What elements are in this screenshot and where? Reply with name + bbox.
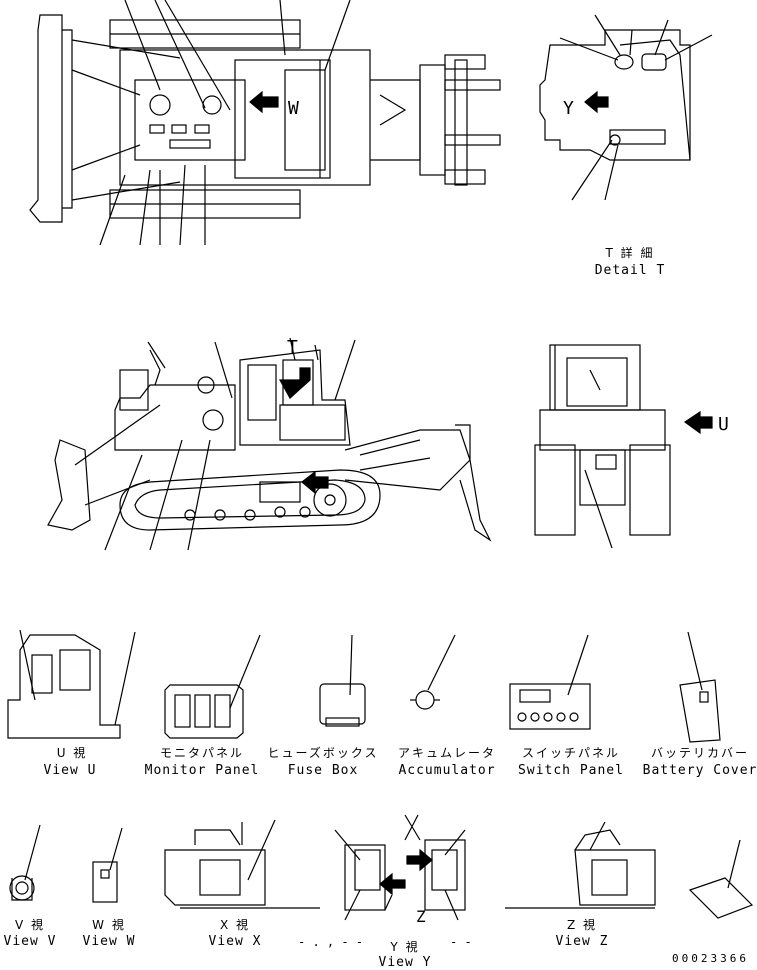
accumulator-jp-label: アキュムレータ <box>397 746 497 760</box>
monitor-panel-drawing <box>164 634 261 739</box>
svg-text:- -: - - <box>450 935 472 949</box>
view-y-en-label: View Y <box>378 955 432 970</box>
accumulator-drawing <box>410 634 456 710</box>
battery-cover-en-label: Battery Cover <box>642 763 757 778</box>
callout-t: T <box>287 337 298 358</box>
switch-panel-drawing <box>509 634 591 730</box>
view-y-drawing: - . , - - - - <box>298 814 472 949</box>
view-v-en-label: View V <box>3 934 57 949</box>
fuse-box-jp-label: ヒューズボックス <box>267 746 379 760</box>
view-x-en-label: View X <box>208 934 262 949</box>
callout-w: W <box>288 98 299 119</box>
view-z-en-label: View Z <box>555 934 609 949</box>
view-w-en-label: View W <box>82 934 136 949</box>
callout-z: Z <box>416 907 426 926</box>
detail-t-en-label: Detail T <box>594 263 666 278</box>
view-z-drawing <box>505 821 656 909</box>
view-y-jp-label: Y 視 <box>390 940 420 954</box>
view-u-en-label: View U <box>43 763 97 778</box>
view-x-drawing <box>164 819 320 909</box>
view-u-jp-label: U 視 <box>56 746 88 760</box>
monitor-panel-jp-label: モニタパネル <box>159 746 245 760</box>
callout-y: Y <box>563 98 574 119</box>
battery-cover-jp-label: バッテリカバー <box>650 746 750 760</box>
detail-t-jp-label: T 詳 細 <box>605 246 655 260</box>
svg-text:- . , - -: - . , - - <box>298 935 363 949</box>
callout-u: U <box>718 414 729 435</box>
monitor-panel-en-label: Monitor Panel <box>144 763 260 778</box>
label-sheet-drawing <box>688 839 754 919</box>
side-view-dozer <box>47 337 492 551</box>
drawing-number: 00023366 <box>672 952 749 965</box>
switch-panel-en-label: Switch Panel <box>518 763 624 778</box>
accumulator-en-label: Accumulator <box>398 763 496 778</box>
view-z-jp-label: Z 視 <box>566 918 598 932</box>
fuse-box-drawing <box>319 634 366 727</box>
view-x-jp-label: X 視 <box>219 918 251 932</box>
view-w-jp-label: W 視 <box>92 918 126 932</box>
switch-panel-jp-label: スイッチパネル <box>521 746 621 760</box>
view-v-drawing <box>9 824 41 901</box>
rear-view-dozer <box>534 344 713 549</box>
top-view-dozer <box>29 0 501 246</box>
detail-t-drawing <box>539 14 713 201</box>
view-u-drawing <box>7 629 136 739</box>
view-w-drawing <box>92 827 123 903</box>
view-v-jp-label: V 視 <box>14 918 46 932</box>
battery-cover-drawing <box>679 631 721 743</box>
fuse-box-en-label: Fuse Box <box>287 763 359 778</box>
